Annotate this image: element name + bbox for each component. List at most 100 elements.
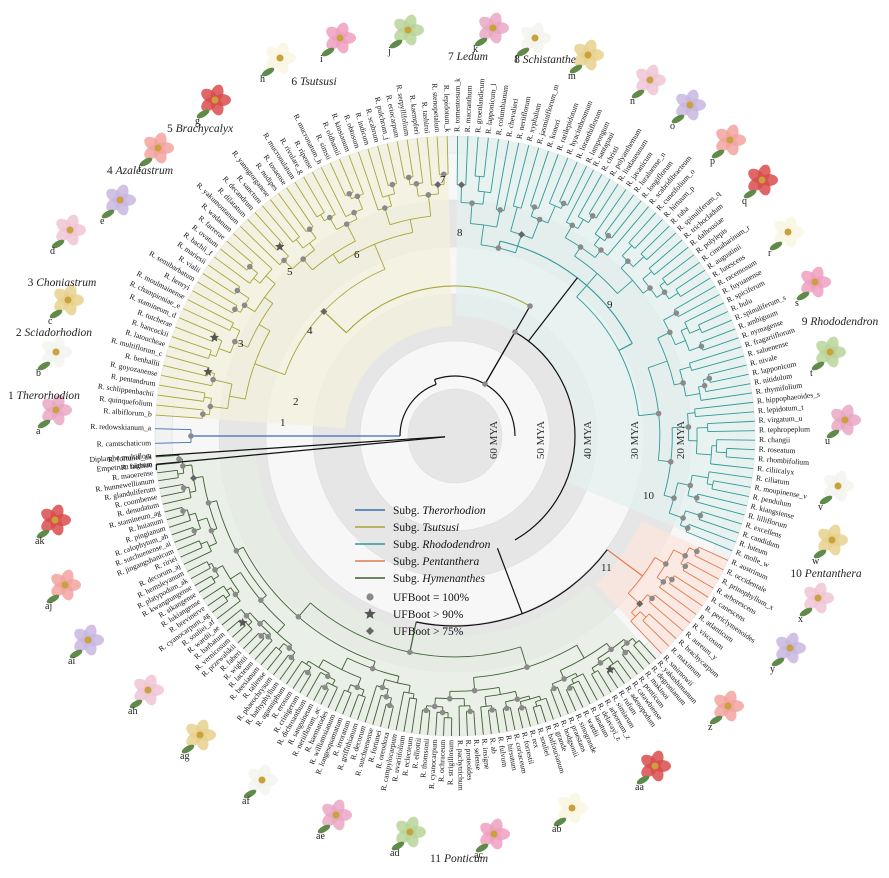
circle-marker [527,303,533,309]
branch [158,477,179,482]
branch [620,267,644,294]
tip-label: R. lepidotum_t [758,402,805,415]
branch [606,671,619,689]
circle-marker [569,222,576,229]
circle-marker [281,257,287,264]
tip-label: R. rhombifolium [758,454,810,467]
tip-label: R. roseatum [759,445,796,456]
branch [409,697,417,700]
clade-sector [456,136,756,551]
section-label: 8 Schistanthe [514,54,576,66]
branch [627,593,641,605]
branch [169,520,191,528]
branch [674,575,709,598]
circle-marker [680,380,686,386]
flower-center [84,636,92,644]
branch [406,139,414,177]
branch [374,244,386,270]
photo-letter: f [138,164,142,175]
node-number: 10 [643,490,655,502]
branch [156,462,180,466]
branch [675,340,686,346]
branch [260,646,277,666]
branch [408,685,411,694]
branch [496,209,501,228]
circle-marker [446,695,453,702]
circle-marker [425,192,432,198]
circle-marker [343,221,350,227]
section-label: 11 Ponticum [430,853,488,865]
branch [399,383,437,437]
circle-marker [180,463,186,469]
section-name: Ledum [456,51,488,63]
branch [177,540,200,551]
star-marker [209,332,220,342]
circle-marker [471,687,478,694]
branch [682,569,714,589]
tip-label: R. albiflorum_b [103,406,152,418]
branch [275,646,283,653]
branch [528,695,531,700]
branch [687,412,696,414]
photo-letter: m [568,71,576,82]
branch [233,233,273,270]
branch [576,645,585,659]
tip-label: R. tephropeplum [759,424,810,434]
flower-center [724,702,732,710]
branch [477,176,480,192]
circle-marker [354,684,361,691]
photo-letter: aa [635,782,644,793]
circle-marker [649,595,655,602]
branch [531,219,541,239]
branch [496,548,523,614]
branch [503,142,520,211]
branch [612,667,625,684]
branch [537,154,559,209]
branch [357,151,379,211]
branch [232,625,246,638]
flower-center [568,804,576,812]
branch [208,562,212,566]
flower-photo: u [825,404,861,447]
branch [606,549,643,577]
branch [654,594,691,624]
branch [514,331,576,541]
branch [411,698,418,733]
branch [180,547,203,558]
photo-letter: y [770,664,775,675]
branch [695,501,745,516]
branch [213,575,219,580]
branch [426,137,432,186]
circle-marker [233,548,240,554]
branch [638,640,657,660]
node-number: 1 [280,417,286,429]
flower-center [336,34,344,42]
legend-label: Subg. Hymenanthes [393,573,486,585]
circle-marker [286,645,293,651]
photo-letter: ae [316,831,325,842]
branch [403,697,411,732]
branch [684,302,725,323]
branch [208,542,217,547]
tip-label: Diplarche multiflora [89,451,152,464]
branch [695,411,755,417]
branch [689,346,742,364]
photo-letter: a [36,426,41,437]
branch [632,256,645,268]
branch [240,226,280,266]
mya-label: 30 MYA [629,421,641,459]
circle-marker [295,613,302,620]
circle-marker [605,232,612,239]
section-name: Sciadorhodion [25,327,93,339]
flower-center [490,830,498,838]
branch [179,317,217,334]
flower-photo: aa [635,750,671,793]
branch [155,414,203,419]
legend-taxon: Tsutsusi [422,522,459,534]
leaf-shape [799,607,813,617]
leaf-shape [243,789,257,799]
